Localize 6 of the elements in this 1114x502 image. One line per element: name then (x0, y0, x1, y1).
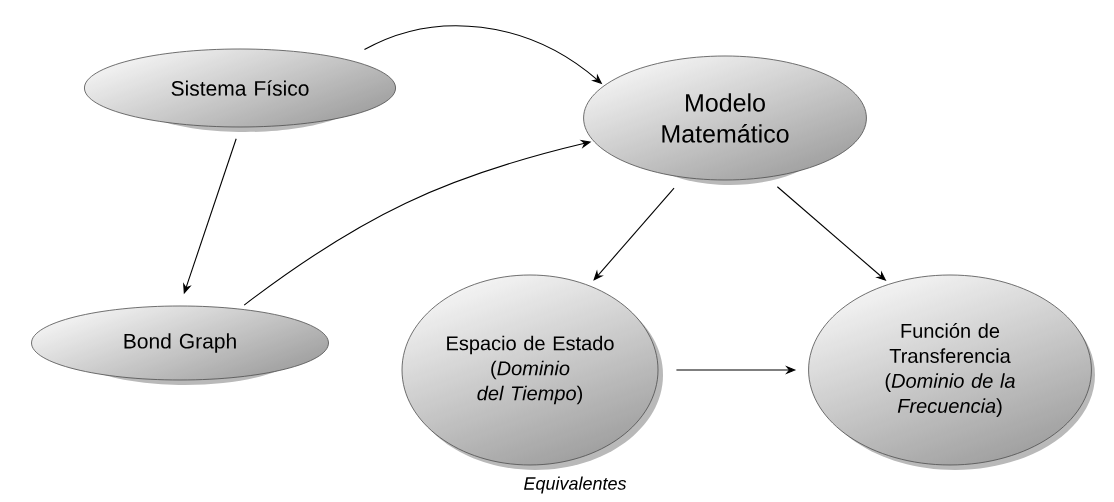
ellipse-node: Bond Graph (31, 305, 329, 381)
ellipse-node: Sistema Físico (84, 48, 396, 128)
ellipse-node: Espacio de Estado (Dominio del Tiempo) (401, 274, 659, 466)
arrow (593, 187, 675, 281)
ellipse-node: Modelo Matemático (583, 55, 867, 181)
ellipse-node: Función de Transferencia (Dominio de la Frecuencia) (808, 274, 1092, 466)
